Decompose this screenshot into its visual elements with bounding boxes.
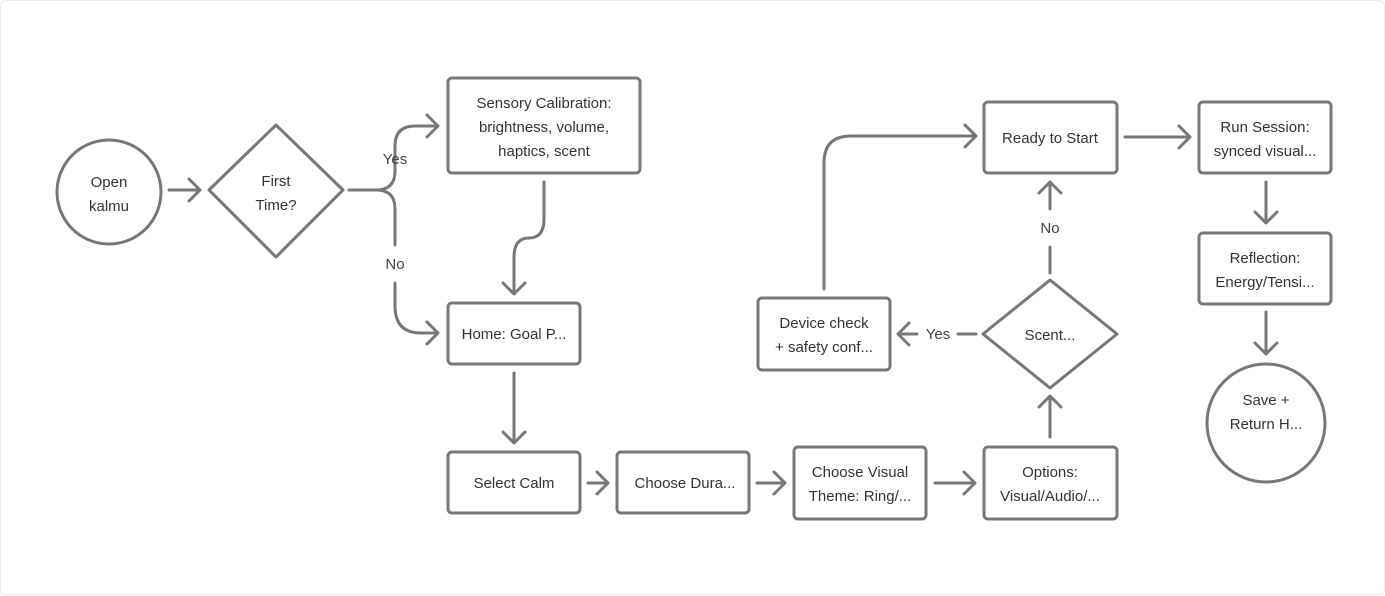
edge-firsttime-home-2: [393, 281, 439, 335]
node-sensory-label: Sensory Calibration:: [476, 95, 611, 112]
node-run-session-label: synced visual...: [1214, 143, 1317, 160]
arrowhead: [1037, 394, 1063, 409]
node-first-time-label: Time?: [255, 197, 296, 214]
node-choose-visual-label: Theme: Ring/...: [809, 488, 912, 505]
arrowhead: [425, 320, 440, 346]
node-select-calm-label: Select Calm: [474, 475, 555, 492]
arrowhead: [896, 321, 911, 347]
node-device-check-label: Device check: [779, 315, 869, 332]
arrowhead: [1253, 341, 1279, 356]
node-scent-shape: [981, 278, 1119, 390]
node-save-label: Save +: [1242, 392, 1289, 409]
node-reflection-label: Reflection:: [1230, 250, 1301, 267]
node-run-session-label: Run Session:: [1220, 119, 1309, 136]
edge-label-no: No: [1040, 220, 1059, 237]
edge-firsttime-home: [374, 188, 397, 247]
node-reflection-shape: [1197, 231, 1333, 306]
edge-sensory-home: [512, 180, 546, 295]
node-choose-visual-shape: [792, 445, 928, 521]
node-scent-label: Scent...: [1025, 327, 1076, 344]
arrowhead: [772, 470, 787, 496]
node-choose-visual-label: Choose Visual: [812, 464, 908, 481]
edge-firsttime-sensory: [347, 124, 439, 192]
node-options-label: Options:: [1022, 464, 1078, 481]
arrowhead: [501, 281, 527, 296]
arrowhead: [1253, 210, 1279, 225]
arrowhead: [501, 430, 527, 445]
node-sensory-shape: [446, 76, 642, 175]
node-ready-label: Ready to Start: [1002, 130, 1099, 147]
arrowhead: [425, 113, 440, 139]
node-open-shape: [55, 138, 163, 246]
node-sensory-label: brightness, volume,: [479, 119, 609, 136]
node-ready-shape: [982, 100, 1119, 175]
edge-device-ready: [822, 134, 977, 291]
node-device-check-label: + safety conf...: [775, 339, 873, 356]
arrowhead: [962, 470, 977, 496]
node-choose-duration-shape: [615, 450, 751, 515]
arrowhead: [595, 470, 610, 496]
node-options-label: Visual/Audio/...: [1000, 488, 1100, 505]
node-open-label: Open: [91, 174, 128, 191]
node-home-shape: [446, 301, 582, 366]
node-run-session-shape: [1197, 100, 1333, 175]
node-save-shape: [1205, 362, 1327, 484]
edge-label-no: No: [385, 256, 404, 273]
node-select-calm-shape: [446, 450, 582, 515]
node-device-check-shape: [756, 296, 892, 372]
edge-label-yes: Yes: [383, 151, 407, 168]
arrowhead: [963, 123, 978, 149]
node-choose-duration-label: Choose Dura...: [635, 475, 736, 492]
edge-label-yes: Yes: [926, 326, 950, 343]
node-first-time-shape: [207, 123, 345, 259]
node-sensory-label: haptics, scent: [498, 143, 591, 160]
node-options-shape: [982, 445, 1119, 521]
arrowhead: [1037, 180, 1063, 195]
node-open-label: kalmu: [89, 198, 129, 215]
arrowhead: [187, 177, 202, 203]
node-home-label: Home: Goal P...: [462, 326, 567, 343]
node-save-label: Return H...: [1230, 416, 1303, 433]
arrowhead: [1177, 124, 1192, 150]
node-reflection-label: Energy/Tensi...: [1215, 274, 1314, 291]
node-first-time-label: First: [261, 173, 291, 190]
